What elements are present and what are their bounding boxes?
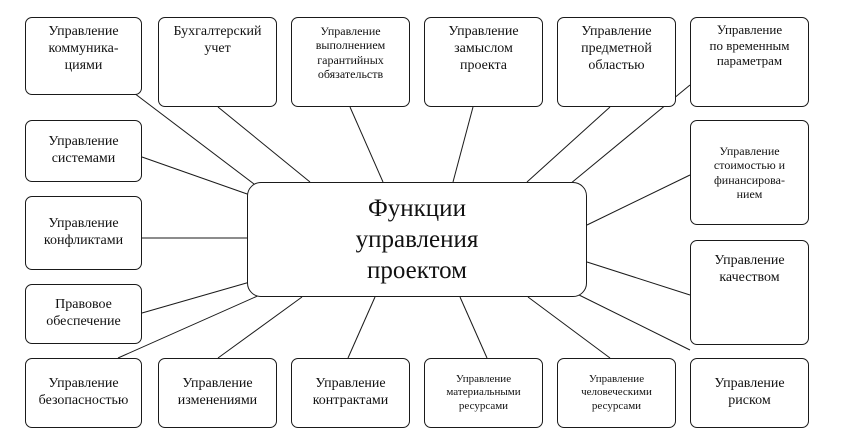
connector-legal bbox=[141, 281, 251, 314]
node-cost: Управление стоимостью и финансирова- ние… bbox=[690, 120, 809, 225]
connector-changes bbox=[217, 296, 303, 359]
node-concept: Управление замыслом проекта bbox=[424, 17, 543, 107]
connector-cost bbox=[586, 174, 691, 226]
node-time-label: Управление по временным параметрам bbox=[709, 22, 790, 69]
connector-communications bbox=[129, 89, 259, 188]
node-materials-label: Управление материальными ресурсами bbox=[446, 373, 521, 412]
connector-concept bbox=[452, 106, 474, 183]
node-scope: Управление предметной областью bbox=[557, 17, 676, 107]
node-warranty-label: Управление выполнением гарантийных обяза… bbox=[315, 24, 386, 82]
connector-accounting bbox=[217, 106, 311, 183]
connector-hr bbox=[527, 296, 611, 359]
node-systems: Управление системами bbox=[25, 120, 142, 182]
node-changes-label: Управление изменениями bbox=[177, 376, 258, 408]
node-legal: Правовое обеспечение bbox=[25, 284, 142, 344]
node-contracts-label: Управление контрактами bbox=[312, 376, 389, 408]
connector-risk bbox=[574, 292, 691, 351]
node-accounting-label: Бухгалтерский учет bbox=[173, 24, 262, 56]
connector-warranty bbox=[349, 106, 384, 183]
node-conflicts: Управление конфликтами bbox=[25, 196, 142, 270]
node-quality: Управление качеством bbox=[690, 240, 809, 345]
node-security: Управление безопасностью bbox=[25, 358, 142, 428]
connector-systems bbox=[141, 156, 251, 196]
node-conflicts-label: Управление конфликтами bbox=[43, 216, 124, 248]
node-concept-label: Управление замыслом проекта bbox=[448, 24, 519, 73]
connector-security bbox=[117, 293, 263, 359]
connector-materials bbox=[459, 296, 488, 359]
node-warranty: Управление выполнением гарантийных обяза… bbox=[291, 17, 410, 107]
node-security-label: Управление безопасностью bbox=[38, 376, 129, 408]
connector-quality bbox=[586, 261, 691, 296]
node-changes: Управление изменениями bbox=[158, 358, 277, 428]
connector-scope bbox=[526, 106, 611, 183]
node-accounting: Бухгалтерский учет bbox=[158, 17, 277, 107]
node-time: Управление по временным параметрам bbox=[690, 17, 809, 107]
node-contracts: Управление контрактами bbox=[291, 358, 410, 428]
node-hr: Управление человеческими ресурсами bbox=[557, 358, 676, 428]
node-communications: Управление коммуника- циями bbox=[25, 17, 142, 95]
node-materials: Управление материальными ресурсами bbox=[424, 358, 543, 428]
center-title: Функции управления проектом bbox=[355, 194, 479, 285]
center-node: Функции управления проектом bbox=[247, 182, 587, 297]
connector-contracts bbox=[347, 296, 376, 359]
node-hr-label: Управление человеческими ресурсами bbox=[581, 373, 652, 412]
node-risk: Управление риском bbox=[690, 358, 809, 428]
node-scope-label: Управление предметной областью bbox=[581, 24, 652, 73]
node-systems-label: Управление системами bbox=[48, 134, 119, 166]
node-legal-label: Правовое обеспечение bbox=[46, 297, 121, 329]
node-cost-label: Управление стоимостью и финансирова- ние… bbox=[713, 143, 786, 201]
node-communications-label: Управление коммуника- циями bbox=[48, 24, 119, 73]
node-quality-label: Управление качеством bbox=[714, 253, 785, 285]
node-risk-label: Управление риском bbox=[714, 376, 785, 408]
